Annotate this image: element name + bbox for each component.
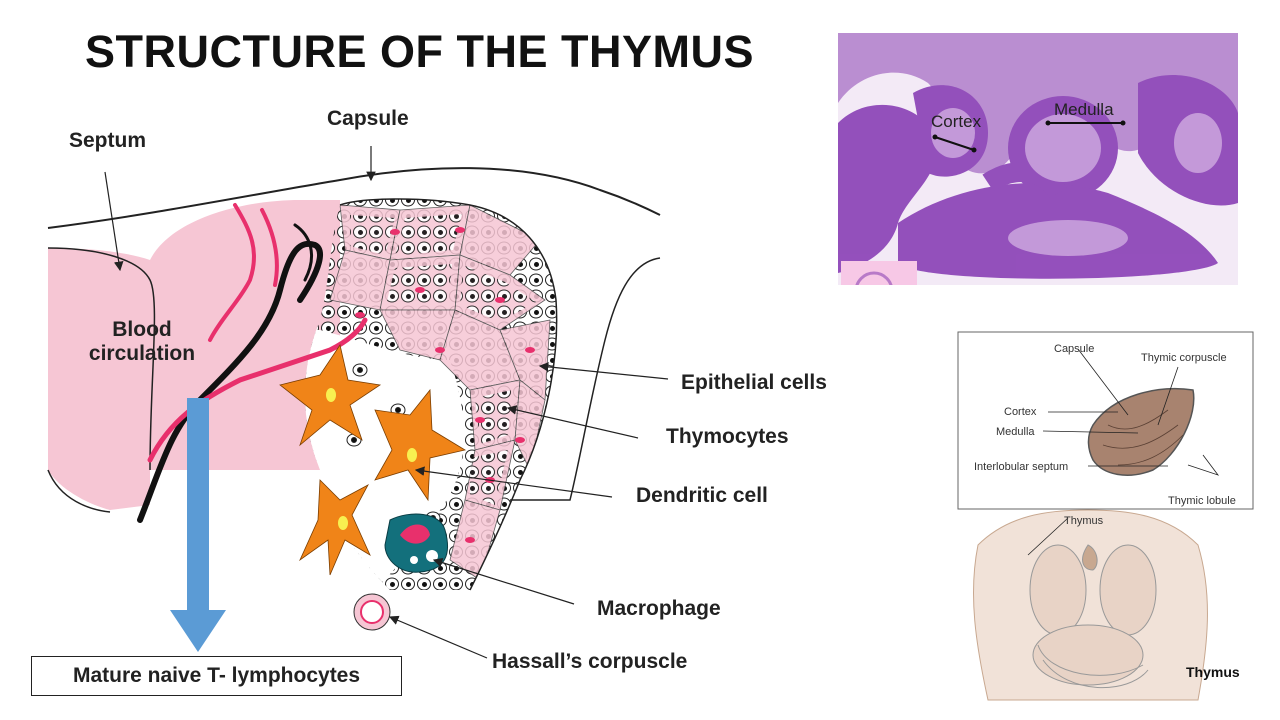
hassalls-corpuscle (353, 593, 391, 631)
epithelial-cells-label: Epithelial cells (681, 371, 827, 394)
inset-anatomy: Capsule Thymic corpuscle Cortex Medulla … (957, 331, 1254, 701)
macrophage-label: Macrophage (597, 597, 721, 620)
page-title: STRUCTURE OF THE THYMUS (85, 26, 754, 77)
inset-capsule-label: Capsule (1054, 343, 1094, 355)
output-box: Mature naive T- lymphocytes (31, 656, 402, 696)
blood-circulation-label: Blood circulation (88, 318, 196, 365)
capsule-outline (47, 167, 661, 229)
inset-medulla-label: Medulla (996, 426, 1035, 438)
inset-thymic-lobule-label: Thymic lobule (1168, 495, 1236, 507)
histo-cortex-label: Cortex (931, 112, 982, 131)
dendritic-cells (279, 344, 467, 576)
inset-interlobular-septum-label: Interlobular septum (974, 461, 1068, 473)
inset-thymus-label: Thymus (1064, 515, 1104, 527)
histology-image: Cortex Medulla (838, 33, 1238, 285)
hassalls-corpuscle-label: Hassall’s corpuscle (492, 650, 688, 673)
output-arrow (170, 398, 226, 652)
blood-vessels (137, 203, 368, 523)
septum-label: Septum (69, 129, 147, 152)
right-septum (510, 257, 661, 501)
macrophage (384, 513, 449, 573)
left-lobule (48, 248, 150, 510)
septum-outline (47, 247, 156, 471)
inset-cortex-label: Cortex (1004, 406, 1037, 418)
histo-medulla-label: Medulla (1054, 100, 1114, 119)
inset-thymic-corpuscle-label: Thymic corpuscle (1141, 352, 1227, 364)
dendritic-cell-label: Dendritic cell (636, 484, 768, 507)
inset-caption: Thymus (1186, 664, 1240, 680)
thymocytes-label: Thymocytes (666, 425, 789, 448)
capsule-label: Capsule (327, 107, 409, 130)
